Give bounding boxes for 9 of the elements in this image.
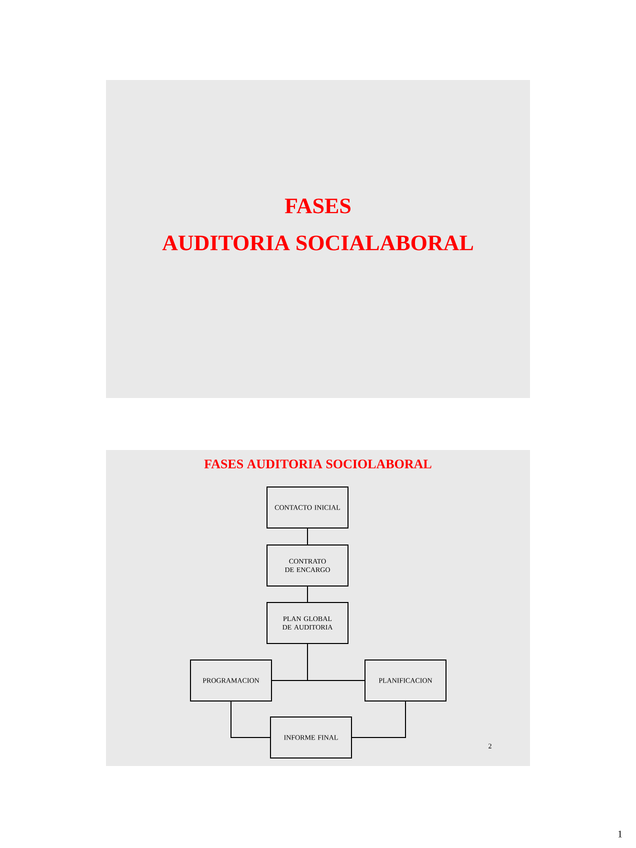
connector-line xyxy=(307,586,308,602)
slide-title: AUDITORIA SOCIALABORAL xyxy=(162,236,473,250)
connector-line xyxy=(352,701,406,738)
connector-line xyxy=(307,644,365,681)
slide-title: FASES AUDITORIA SOCIOLABORAL xyxy=(204,460,432,468)
page-number: 1 xyxy=(618,830,622,838)
connector-line xyxy=(307,528,308,545)
slide-title: FASES xyxy=(284,198,350,214)
connector-line xyxy=(230,701,270,738)
